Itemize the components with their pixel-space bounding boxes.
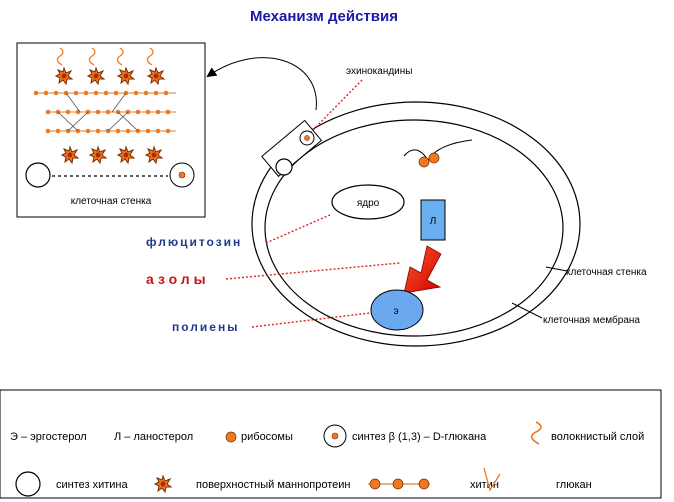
glucan-chains: [33, 90, 176, 134]
diagram-title: Механизм действия: [250, 8, 398, 25]
legend-mannoprotein: поверхностный маннопротеин: [196, 479, 350, 491]
lanosterol-label: Л: [430, 216, 437, 227]
legend-chitin-synthesis: синтез хитина: [56, 479, 129, 491]
ergosterol-label: э: [393, 306, 398, 317]
ribosome-icon: [418, 156, 430, 168]
fibrous-layer-strands: [56, 47, 154, 66]
ribosome-icon: [428, 152, 440, 164]
azoles-pointer: [225, 262, 401, 280]
legend: Э – эргостерол Л – ланостерол рибосомы с…: [0, 389, 662, 499]
echinocandins-pointer: [310, 79, 363, 133]
fibrous-layer-icon: [530, 421, 542, 445]
ribosome-icon: [225, 431, 237, 443]
legend-fibrous-layer: волокнистый слой: [551, 431, 644, 443]
chitin-synthase-icon: [275, 158, 293, 176]
azole-block-arrow: [403, 245, 442, 294]
fungal-cell: ядро Л э: [251, 101, 581, 347]
cell-wall-inset: клеточная стенка: [16, 42, 206, 218]
legend-lanosterol: Л – ланостерол: [114, 431, 193, 443]
nucleus: [331, 184, 405, 220]
zoom-arrow: [206, 57, 317, 111]
ergosterol-circle: [370, 289, 424, 331]
cell-wall-pointer: [545, 266, 568, 272]
lanosterol-box: [420, 199, 446, 241]
polyenes-label: полиены: [172, 320, 239, 334]
legend-chitin: хитин: [470, 479, 499, 491]
cell-membrane-label: клеточная мембрана: [543, 314, 640, 326]
chitin-icon: [483, 467, 501, 492]
chitin-synthase-icon: [15, 471, 41, 497]
azoles-label: азолы: [146, 271, 210, 287]
cell-membrane-outline: [264, 119, 564, 337]
flucytosine-pointer: [265, 213, 333, 244]
legend-glucan-synthesis: синтез β (1,3) – D-глюкана: [352, 431, 487, 443]
flucytosine-label: флюцитозин: [146, 235, 242, 249]
echinocandins-label: эхинокандины: [346, 66, 412, 77]
legend-ergosterol: Э – эргостерол: [10, 431, 87, 443]
cell-membrane-pointer: [511, 302, 543, 319]
legend-ribosomes: рибосомы: [241, 431, 293, 443]
inset-cell-wall-label: клеточная стенка: [71, 196, 152, 207]
legend-glucan: глюкан: [556, 479, 592, 491]
cell-wall-label: клеточная стенка: [566, 267, 647, 278]
chitin-synthase-icon: [25, 162, 51, 188]
nucleus-label: ядро: [357, 198, 380, 209]
